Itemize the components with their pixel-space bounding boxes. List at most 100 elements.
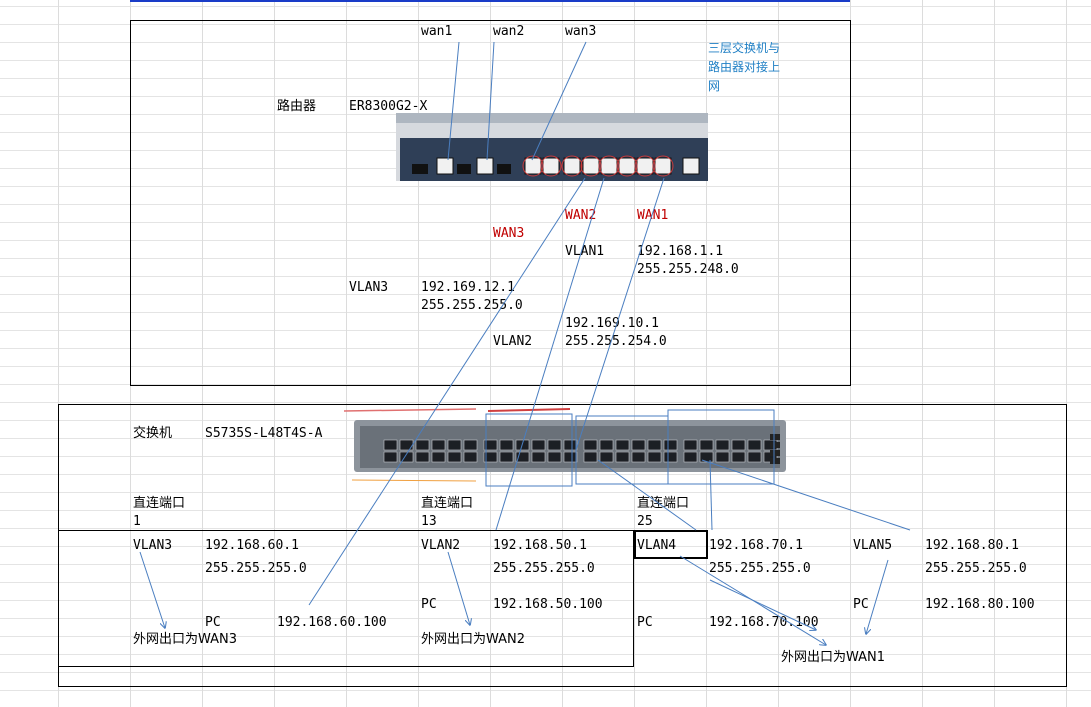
wan2-marker: WAN2 <box>565 208 597 223</box>
wan3-marker: WAN3 <box>493 226 525 241</box>
switch-port <box>563 451 578 463</box>
top-border-line <box>130 0 850 2</box>
router-vlan2-name: VLAN2 <box>493 334 533 349</box>
switch-port <box>731 451 746 463</box>
wan1-exit: 外网出口为WAN1 <box>781 650 886 665</box>
vlan4-pc-ip: 192.168.70.100 <box>709 615 819 630</box>
switch-port <box>583 451 598 463</box>
switch-port <box>683 451 698 463</box>
port-1-label: 直连端口 <box>133 496 186 511</box>
router-vlan3-mask: 255.255.255.0 <box>421 298 523 313</box>
switch-port <box>615 451 630 463</box>
vlan2-name: VLAN2 <box>421 538 461 553</box>
wan3-label: wan3 <box>565 24 597 39</box>
port-13-number: 13 <box>421 514 437 529</box>
port-25-label: 直连端口 <box>637 496 690 511</box>
sfp-port <box>770 442 780 448</box>
vlan3-mask: 255.255.255.0 <box>205 561 307 576</box>
switch-model: S5735S-L48T4S-A <box>205 426 323 441</box>
router-vlan3-name: VLAN3 <box>349 280 389 295</box>
switch-port <box>615 439 630 451</box>
switch-port <box>531 439 546 451</box>
router-vlan1-mask: 255.255.248.0 <box>637 262 739 277</box>
vlan5-pc-label: PC <box>853 597 869 612</box>
switch-image <box>343 408 786 487</box>
switch-port <box>399 439 414 451</box>
switch-port <box>631 439 646 451</box>
switch-port <box>599 439 614 451</box>
vlan3-ip: 192.168.60.1 <box>205 538 299 553</box>
vlan4-ip: 192.168.70.1 <box>709 538 803 553</box>
switch-port <box>399 451 414 463</box>
switch-port <box>663 451 678 463</box>
vlan5-mask: 255.255.255.0 <box>925 561 1027 576</box>
switch-port <box>731 439 746 451</box>
switch-port <box>599 451 614 463</box>
router-vlan1-ip: 192.168.1.1 <box>637 244 724 259</box>
vlan2-ip: 192.168.50.1 <box>493 538 587 553</box>
switch-port <box>463 439 478 451</box>
switch-port <box>563 439 578 451</box>
router-note: 三层交换机与路由器对接上网 <box>708 41 781 93</box>
switch-port <box>415 451 430 463</box>
switch-port <box>631 451 646 463</box>
vlan4-mask: 255.255.255.0 <box>709 561 811 576</box>
vlan3-pc-label: PC <box>205 615 221 630</box>
switch-port <box>647 451 662 463</box>
switch-port <box>463 451 478 463</box>
switch-port <box>383 451 398 463</box>
vlan2-pc-ip: 192.168.50.100 <box>493 597 603 612</box>
port-25-number: 25 <box>637 514 653 529</box>
sfp-port <box>770 450 780 456</box>
switch-port <box>699 451 714 463</box>
wan2-label: wan2 <box>493 24 525 39</box>
vlan3-pc-ip: 192.168.60.100 <box>277 615 387 630</box>
switch-port <box>447 439 462 451</box>
switch-port <box>515 451 530 463</box>
router-vlan2-mask: 255.255.254.0 <box>565 334 667 349</box>
switch-port <box>499 439 514 451</box>
vlan2-exit: 外网出口为WAN2 <box>421 632 526 647</box>
router-label: 路由器 <box>277 99 317 114</box>
switch-port <box>663 439 678 451</box>
vlan3-exit: 外网出口为WAN3 <box>133 632 238 647</box>
wan1-label: wan1 <box>421 24 453 39</box>
vlan2-pc-label: PC <box>421 597 437 612</box>
switch-port <box>447 451 462 463</box>
router-vlan2-ip: 192.169.10.1 <box>565 316 659 331</box>
router-model: ER8300G2-X <box>349 99 428 114</box>
sfp-port <box>770 434 780 440</box>
router-vlan1-name: VLAN1 <box>565 244 605 259</box>
switch-port <box>531 451 546 463</box>
vlan4-name: VLAN4 <box>637 538 677 553</box>
switch-port <box>683 439 698 451</box>
switch-port <box>431 439 446 451</box>
switch-port <box>547 451 562 463</box>
sfp-port <box>770 458 780 464</box>
router-image <box>396 113 708 181</box>
switch-port <box>715 451 730 463</box>
switch-port <box>515 439 530 451</box>
vlan3-name: VLAN3 <box>133 538 173 553</box>
router-vlan3-ip: 192.169.12.1 <box>421 280 515 295</box>
switch-port <box>715 439 730 451</box>
switch-port <box>747 451 762 463</box>
vlan4-pc-label: PC <box>637 615 653 630</box>
switch-label: 交换机 <box>133 426 173 441</box>
vlan5-pc-ip: 192.168.80.100 <box>925 597 1035 612</box>
port-13-label: 直连端口 <box>421 496 474 511</box>
vlan5-ip: 192.168.80.1 <box>925 538 1019 553</box>
switch-port <box>699 439 714 451</box>
vlan5-name: VLAN5 <box>853 538 893 553</box>
selected-cell[interactable] <box>634 530 708 559</box>
switch-port <box>383 439 398 451</box>
wan1-marker: WAN1 <box>637 208 669 223</box>
switch-port <box>431 451 446 463</box>
switch-port <box>499 451 514 463</box>
switch-port <box>415 439 430 451</box>
vlan2-mask: 255.255.255.0 <box>493 561 595 576</box>
switch-port <box>583 439 598 451</box>
switch-port <box>747 439 762 451</box>
port-1-number: 1 <box>133 514 141 529</box>
switch-port <box>547 439 562 451</box>
